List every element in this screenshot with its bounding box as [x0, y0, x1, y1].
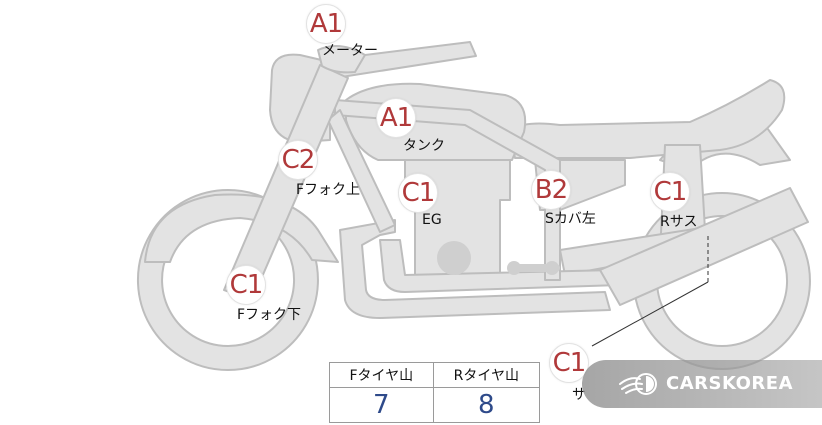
f-fork-lower-grade-badge: C1: [226, 265, 266, 305]
rear-tire-tread-value: 8: [432, 387, 541, 423]
f-fork-lower-label: Fフォク下: [237, 307, 302, 323]
seat: [509, 79, 786, 159]
swirl-flame-icon: [619, 373, 657, 395]
meter-label: メーター: [322, 43, 378, 59]
carskorea-watermark: CARSKOREA: [582, 360, 822, 408]
front-tire-tread-value: 7: [329, 387, 434, 423]
tank-grade-badge: A1: [376, 98, 416, 138]
engine-label: EG: [422, 212, 442, 228]
tank-label: タンク: [403, 138, 445, 154]
engine-grade-badge: C1: [398, 173, 438, 213]
f-fork-upper-grade-badge: C2: [278, 140, 318, 180]
side-cover-left-label: Sカバ左: [545, 211, 596, 227]
watermark-text: CARSKOREA: [666, 373, 793, 394]
front-tire-tread-header: Fタイヤ山: [329, 362, 434, 388]
rear-suspension-grade-badge: C1: [650, 172, 690, 212]
f-fork-upper-label: Fフォク上: [296, 182, 361, 198]
rear-suspension-label: Rサス: [660, 214, 698, 230]
meter-grade-badge: A1: [306, 4, 346, 44]
rear-tire-tread-header: Rタイヤ山: [432, 362, 541, 388]
tire-tread-table: Fタイヤ山 Rタイヤ山 7 8: [329, 362, 541, 423]
side-cover-left-grade-badge: B2: [531, 170, 571, 210]
meter-gauge: [317, 45, 366, 74]
muffler-body: [599, 187, 809, 306]
exhaust-pipe: [339, 219, 611, 319]
